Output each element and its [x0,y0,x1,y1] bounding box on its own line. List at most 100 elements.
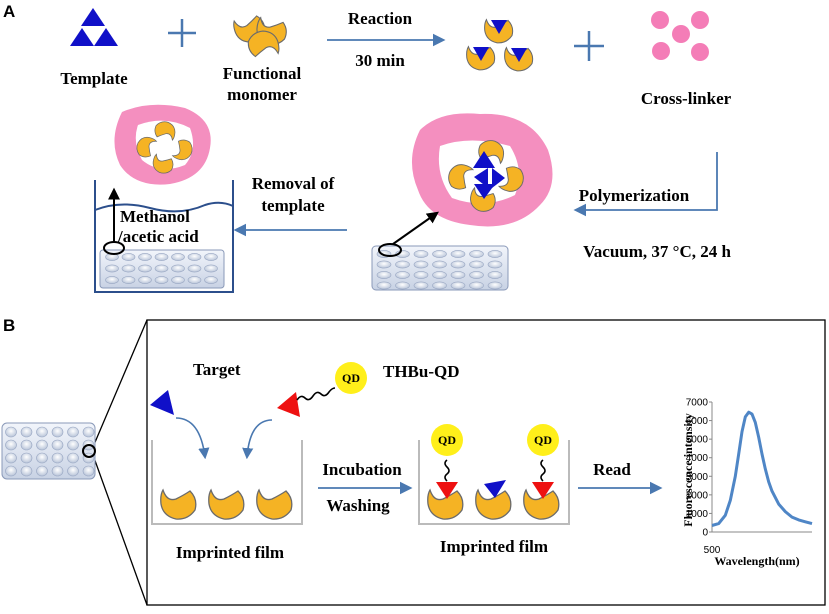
plate-well [67,465,79,477]
plate-well [5,426,17,438]
plate-well [395,271,410,279]
plate-well [5,439,17,451]
chart-y-tick-label: 3000 [686,472,709,483]
plate-well [20,452,33,464]
plate-well [82,426,95,438]
reaction-time-label: 30 min [355,51,405,70]
plate-well [121,253,136,261]
plate-well [450,271,466,279]
cross-linker-label: Cross-linker [641,89,732,108]
template-word-label: template [261,196,325,215]
plate-well [171,253,185,261]
plate-well [487,271,503,279]
plate-well [67,426,79,438]
imprinted-polymer-icon [114,104,211,185]
plate-well [469,281,484,290]
plate-well [20,439,33,451]
plate-well [450,250,466,258]
plate-well [138,253,152,261]
methanol-label: Methanol [120,207,190,226]
zoom-line [92,319,148,448]
plate-well [138,276,152,284]
template-triangles-icon [70,8,118,46]
plate-well [138,264,152,273]
panel-b-letter: B [3,316,15,335]
plate-well [20,465,33,477]
panel-a-letter: A [3,2,15,21]
plate-well [395,281,410,290]
plate-well [5,465,17,477]
plate-well [154,276,169,284]
monomer-label: monomer [227,85,297,104]
plate-well [376,271,392,279]
chart-y-tick-label: 0 [702,528,708,539]
plate-well [376,260,392,269]
imprinted-film-icon [160,489,293,520]
plate-well [487,250,503,258]
plate-well [121,276,136,284]
imprinted-film-label: Imprinted film [440,537,548,556]
functional-monomer-icon [231,13,289,59]
plate-well [413,271,429,279]
plate-well [51,465,64,477]
plate-well [105,276,119,284]
probe-arrow [242,419,273,460]
plate-well [67,439,79,451]
polymerization-label: Polymerization [579,186,690,205]
removal-label: Removal of [252,174,335,193]
chart-y-axis-label: Fluorescence intensity [681,413,695,526]
functional-label: Functional [223,64,302,83]
plate-well [171,276,185,284]
chart-y-tick-label: 4000 [686,453,709,464]
plate-well [395,260,410,269]
plate-well [187,253,202,261]
quantum-dot-icon [335,362,367,394]
solvent-beaker [94,180,234,293]
plate-well [5,452,17,464]
qd-label: QD [534,433,552,447]
probe-label: THBu-QD [383,362,460,381]
plate-well [82,465,95,477]
plate-well [450,281,466,290]
plate-well [36,439,48,451]
plate-well [51,439,64,451]
plate-well [187,276,202,284]
plate-well [432,271,447,279]
chart-x-tick-label: 500 [704,545,721,556]
plate-well [187,264,202,273]
beaker [151,440,303,525]
plate-well [154,264,169,273]
chart-series-line [711,410,813,527]
plate-well [469,260,484,269]
plate-well [413,281,429,290]
template-label: Template [60,69,128,88]
chart-y-tick-label: 1000 [686,509,709,520]
chart-y-tick-label: 6000 [686,416,709,427]
polymer-with-template-icon [411,113,553,227]
template-monomer-complex-icon [466,19,534,72]
plus-icon [168,19,196,47]
linker-icon [296,387,336,401]
plate-well [413,250,429,258]
selected-well-circle [378,243,402,257]
read-label: Read [593,460,631,479]
plus-icon [574,31,604,61]
plate-well [154,253,169,261]
chart-y-tick-label: 5000 [686,435,709,446]
plate-well [413,260,429,269]
chart-y-tick-label: 7000 [686,398,709,409]
plate-well [36,426,48,438]
plate-well [204,264,218,273]
probe-triangle-icon [277,392,300,417]
conditions-label: Vacuum, 37 °C, 24 h [583,242,731,261]
plate-well [469,250,484,258]
acetic-acid-label: /acetic acid [117,227,199,246]
microplate-icon [371,245,509,291]
selected-well-circle [82,444,96,458]
plate-well [487,260,503,269]
plate-well [20,426,33,438]
reaction-label: Reaction [348,9,413,28]
target-label: Target [193,360,241,379]
plate-well [432,281,447,290]
